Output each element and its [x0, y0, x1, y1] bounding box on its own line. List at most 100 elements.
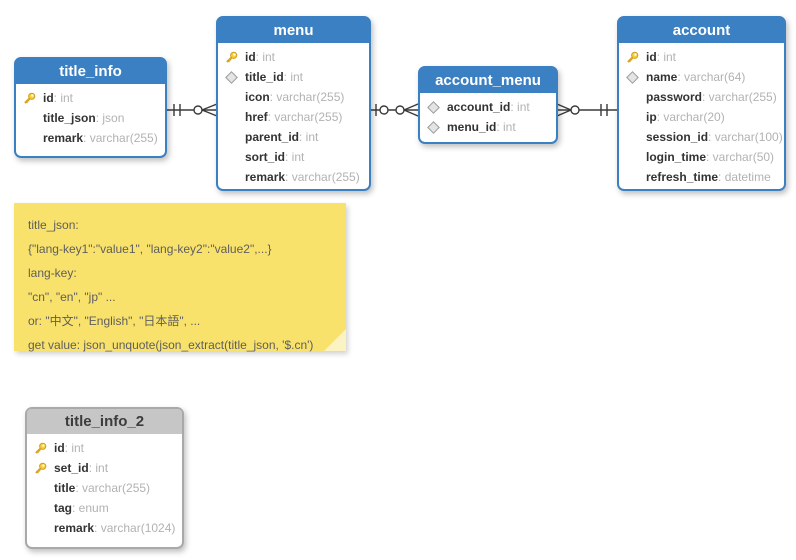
field-name: sort_id: [245, 150, 286, 164]
field-row[interactable]: remark: varchar(255): [218, 167, 369, 187]
field-type: : int: [496, 120, 516, 134]
field-name: title_id: [245, 70, 284, 84]
field-row[interactable]: menu_id: int: [420, 117, 556, 137]
field-name: id: [43, 91, 54, 105]
field-row[interactable]: id: int: [27, 438, 182, 458]
field-type: : int: [656, 50, 677, 64]
field-type: : int: [255, 50, 276, 64]
primary-key-icon: [626, 51, 646, 64]
field-row[interactable]: login_time: varchar(50): [619, 147, 784, 167]
field-row[interactable]: ip: varchar(20): [619, 107, 784, 127]
field-type: : varchar(255): [285, 170, 360, 184]
field-type: : varchar(255): [267, 110, 343, 124]
field-type: : varchar(255): [702, 90, 777, 104]
field-row[interactable]: set_id: int: [27, 458, 182, 478]
field-row[interactable]: title_id: int: [218, 67, 369, 87]
field-name: remark: [245, 170, 286, 184]
table-fields: id: int title_id: int icon: varchar(255)…: [218, 43, 369, 187]
table-fields: account_id: int menu_id: int: [420, 93, 556, 137]
field-type: : varchar(255): [83, 131, 158, 145]
primary-key-icon: [23, 92, 43, 105]
table-fields: id: int name: varchar(64) password: varc…: [619, 43, 784, 187]
primary-key-icon: [34, 462, 54, 475]
field-type: : int: [283, 70, 304, 84]
field-row[interactable]: remark: varchar(1024): [27, 518, 182, 538]
note-line: get value: json_unquote(json_extract(tit…: [28, 338, 314, 352]
sticky-note[interactable]: title_json: {"lang-key1":"value1", "lang…: [14, 203, 346, 352]
table-account_menu[interactable]: account_menu account_id: int menu_id: in…: [418, 66, 558, 144]
table-account[interactable]: account id: int name: varchar(64) passwo…: [617, 16, 786, 191]
field-name: id: [245, 50, 256, 64]
field-type: : varchar(64): [677, 70, 746, 84]
note-line: lang-key:: [28, 266, 77, 280]
field-row[interactable]: account_id: int: [420, 97, 556, 117]
field-name: set_id: [54, 461, 89, 475]
field-row[interactable]: password: varchar(255): [619, 87, 784, 107]
table-title[interactable]: account: [619, 18, 784, 43]
field-type: : enum: [72, 501, 109, 515]
note-line: {"lang-key1":"value1", "lang-key2":"valu…: [28, 242, 272, 256]
foreign-key-icon: [626, 70, 646, 84]
field-type: : varchar(255): [269, 90, 345, 104]
field-type: : datetime: [718, 170, 771, 184]
field-type: : varchar(50): [706, 150, 775, 164]
field-row[interactable]: sort_id: int: [218, 147, 369, 167]
field-name: login_time: [646, 150, 707, 164]
table-title[interactable]: menu: [218, 18, 369, 43]
field-name: refresh_time: [646, 170, 719, 184]
table-title_info[interactable]: title_info id: int title_json: json rema…: [14, 57, 167, 158]
table-title_info_2[interactable]: title_info_2 id: int set_id: int title: …: [25, 407, 184, 549]
note-line: "cn", "en", "jp" ...: [28, 290, 116, 304]
field-row[interactable]: icon: varchar(255): [218, 87, 369, 107]
field-row[interactable]: href: varchar(255): [218, 107, 369, 127]
field-type: : int: [53, 91, 74, 105]
field-name: href: [245, 110, 268, 124]
relationship-account_menu-account[interactable]: [556, 103, 617, 117]
field-type: : int: [64, 441, 85, 455]
field-type: : varchar(1024): [94, 521, 176, 535]
field-name: account_id: [447, 100, 511, 114]
field-name: title: [54, 481, 76, 495]
relationship-title_info-menu[interactable]: [167, 103, 218, 117]
foreign-key-icon: [225, 70, 245, 84]
relationship-menu-account_menu[interactable]: [370, 103, 419, 117]
field-name: title_json: [43, 111, 96, 125]
field-name: menu_id: [447, 120, 497, 134]
field-name: icon: [245, 90, 270, 104]
table-title[interactable]: title_info: [16, 59, 165, 84]
foreign-key-icon: [427, 100, 447, 114]
field-name: id: [646, 50, 657, 64]
field-name: remark: [54, 521, 95, 535]
note-line: or: "中文", "English", "日本語", ...: [28, 314, 201, 328]
field-type: : varchar(20): [656, 110, 725, 124]
table-fields: id: int title_json: json remark: varchar…: [16, 84, 165, 148]
field-name: tag: [54, 501, 72, 515]
primary-key-icon: [225, 51, 245, 64]
field-row[interactable]: parent_id: int: [218, 127, 369, 147]
field-type: : int: [88, 461, 109, 475]
field-row[interactable]: id: int: [16, 88, 165, 108]
field-name: ip: [646, 110, 657, 124]
primary-key-icon: [34, 442, 54, 455]
field-row[interactable]: title_json: json: [16, 108, 165, 128]
field-type: : int: [285, 150, 305, 164]
field-name: parent_id: [245, 130, 300, 144]
table-menu[interactable]: menu id: int title_id: int icon: varchar…: [216, 16, 371, 191]
field-row[interactable]: id: int: [619, 47, 784, 67]
field-row[interactable]: name: varchar(64): [619, 67, 784, 87]
foreign-key-icon: [427, 120, 447, 134]
field-row[interactable]: remark: varchar(255): [16, 128, 165, 148]
field-type: : json: [95, 111, 125, 125]
field-row[interactable]: id: int: [218, 47, 369, 67]
table-title[interactable]: account_menu: [420, 68, 556, 93]
field-row[interactable]: title: varchar(255): [27, 478, 182, 498]
field-row[interactable]: session_id: varchar(100): [619, 127, 784, 147]
table-fields: id: int set_id: int title: varchar(255) …: [27, 434, 182, 538]
table-title[interactable]: title_info_2: [27, 409, 182, 434]
field-row[interactable]: refresh_time: datetime: [619, 167, 784, 187]
field-name: password: [646, 90, 703, 104]
field-type: : varchar(100): [708, 130, 783, 144]
field-row[interactable]: tag: enum: [27, 498, 182, 518]
